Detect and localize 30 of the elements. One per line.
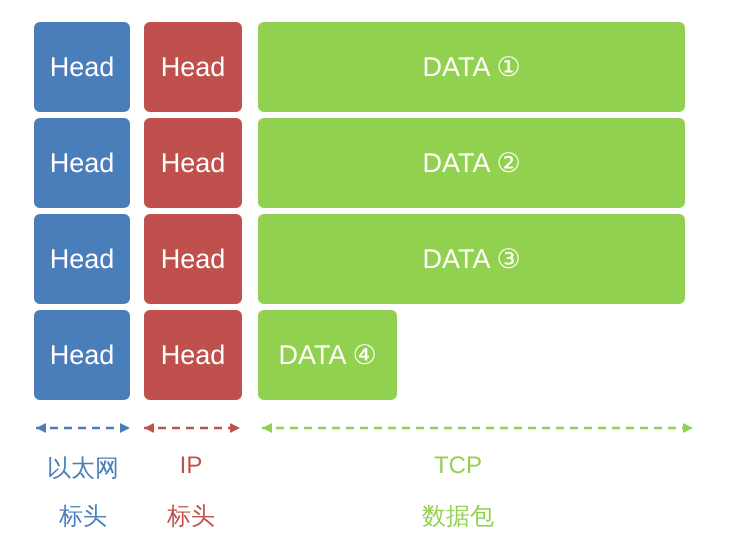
ip-header-box [144, 310, 242, 400]
box-text: Head [50, 52, 114, 82]
ethernet-header-box [34, 118, 130, 208]
span-label: 以太网 [47, 454, 119, 484]
span-label: IP [180, 452, 202, 480]
box-text: Head [50, 340, 114, 370]
span-label: 标头 [59, 502, 107, 532]
span-label: 数据包 [422, 502, 494, 532]
span-label: 标头 [167, 502, 215, 532]
data-box [258, 310, 397, 400]
box-text: Head [160, 244, 226, 274]
box-text: Head [160, 52, 226, 82]
ip-header-box [144, 118, 242, 208]
box-text: DATA ④ [278, 339, 376, 371]
box-text: DATA ① [422, 51, 520, 83]
ethernet-header-box [34, 310, 130, 400]
box-text: Head [160, 340, 226, 370]
ethernet-header-box [34, 214, 130, 304]
data-box [258, 22, 685, 112]
ethernet-header-box [34, 22, 130, 112]
box-text: DATA ② [422, 147, 520, 179]
data-box [258, 214, 685, 304]
box-text: DATA ③ [422, 243, 520, 275]
ip-header-box [144, 214, 242, 304]
ip-header-box [144, 22, 242, 112]
data-box [258, 118, 685, 208]
box-text: Head [160, 148, 226, 178]
span-label: TCP [434, 452, 482, 480]
box-text: Head [50, 244, 114, 274]
box-text: Head [50, 148, 114, 178]
